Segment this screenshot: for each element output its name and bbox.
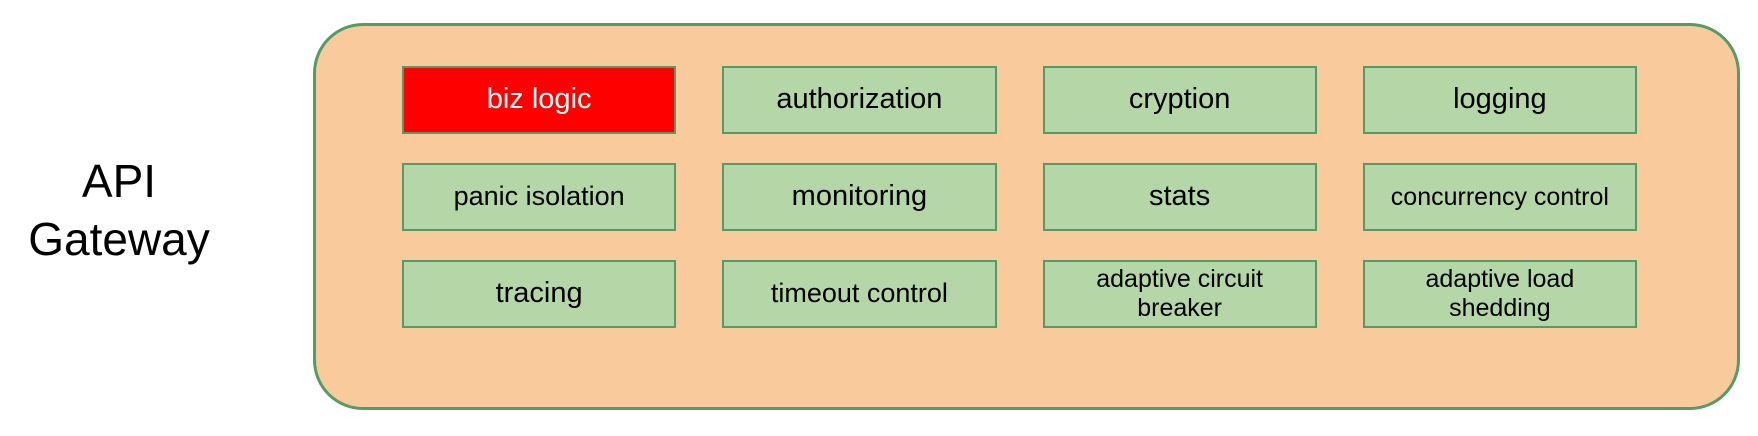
module-box-stats: stats — [1042, 163, 1317, 231]
api-gateway-label-line2: Gateway — [28, 213, 210, 265]
module-box-adaptive-circuit-breaker: adaptive circuit breaker — [1042, 260, 1317, 328]
module-box-cryption: cryption — [1042, 66, 1317, 134]
module-box-monitoring: monitoring — [722, 163, 997, 231]
module-box-adaptive-load-shedding: adaptive load shedding — [1362, 260, 1637, 328]
module-box-timeout-control: timeout control — [722, 260, 997, 328]
api-gateway-label-line1: API — [81, 155, 157, 207]
module-box-authorization: authorization — [722, 66, 997, 134]
module-box-biz-logic: biz logic — [402, 66, 677, 134]
module-box-logging: logging — [1362, 66, 1637, 134]
api-gateway-container: biz logic authorization cryption logging… — [313, 23, 1740, 410]
api-gateway-label: API Gateway — [14, 152, 224, 268]
module-box-tracing: tracing — [402, 260, 677, 328]
module-box-panic-isolation: panic isolation — [402, 163, 677, 231]
module-box-concurrency-control: concurrency control — [1362, 163, 1637, 231]
